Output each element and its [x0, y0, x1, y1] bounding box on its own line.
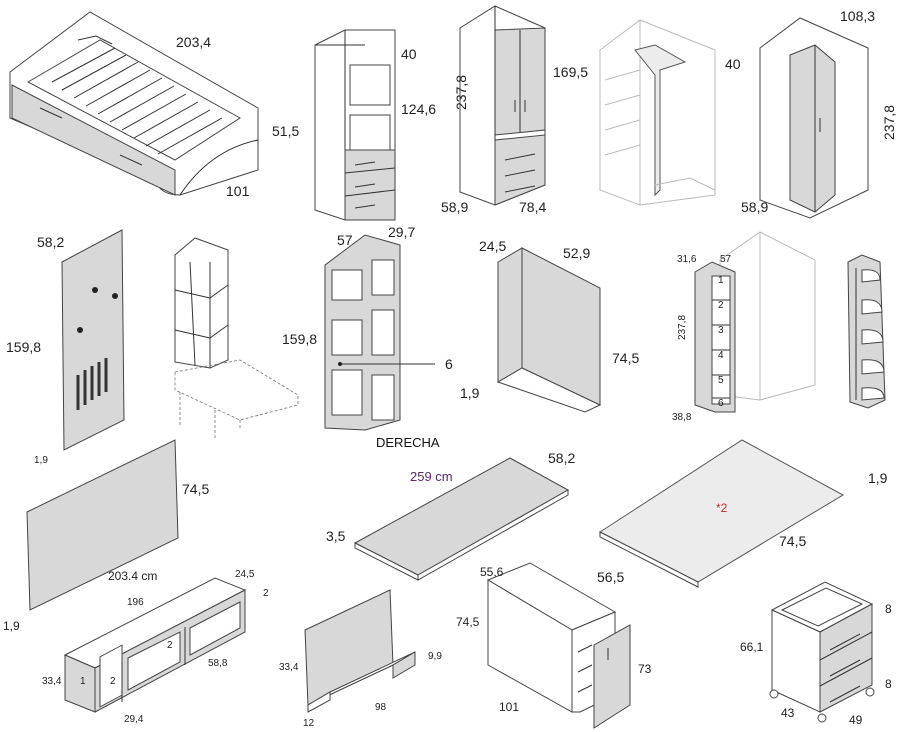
- shelving-top-label: 40: [401, 46, 417, 62]
- corner-height-label: 237,8: [881, 105, 897, 140]
- wardrobe-width-label: 78,4: [519, 199, 546, 215]
- pedestal-height-label: 66,1: [740, 640, 764, 654]
- drawer-unit-drawer-height-label: 73: [638, 662, 652, 676]
- desk-top-large-thickness-label: 1,9: [868, 470, 888, 486]
- terminal-height-label: 237,8: [677, 315, 688, 340]
- l-panel-drawing: [496, 247, 602, 413]
- book-rack-lip-label: 9,9: [428, 651, 442, 662]
- desk-top-long-width-label: 58,2: [548, 450, 575, 466]
- pedestal-depth-label: 49: [849, 713, 863, 727]
- headboard-drawing: [26, 439, 179, 611]
- bookcase-drawing: [324, 234, 435, 431]
- shelving-middle-label: 124,6: [401, 101, 436, 117]
- drawer-unit-width-label: 56,5: [597, 569, 624, 585]
- terminal-shelf-drawing: [694, 231, 816, 413]
- terminal-level-2: 2: [718, 300, 724, 311]
- terminal-level-6: 6: [718, 398, 724, 409]
- bookcase-depth-label: 29,7: [388, 224, 415, 240]
- drawer-unit-height-label: 74,5: [456, 615, 480, 629]
- wall-panel-drawing: [61, 229, 125, 451]
- drawer-unit-length-label: 101: [499, 700, 519, 714]
- desk-top-large-depth-label: 74,5: [779, 533, 806, 549]
- terminal-level-5: 5: [718, 375, 724, 386]
- corner-wardrobe-open-drawing: [599, 19, 716, 206]
- wardrobe-door-height-label: 169,5: [553, 64, 588, 80]
- wardrobe-height-label: 237,8: [453, 75, 469, 110]
- wall-panel-width-label: 58,2: [37, 234, 64, 250]
- corner-open-top-label: 40: [725, 56, 741, 72]
- corner-width-label: 108,3: [840, 8, 875, 24]
- low-shelf-left-depth-label: 29,4: [124, 714, 144, 725]
- l-panel-depth-label: 24,5: [479, 238, 506, 254]
- wardrobe-depth-label: 58,9: [441, 199, 468, 215]
- book-rack-length-label: 98: [375, 702, 387, 713]
- open-shelving-drawing: [314, 29, 396, 221]
- low-shelf-height-label: 33,4: [42, 676, 62, 687]
- book-rack-height-label: 33,4: [279, 662, 299, 673]
- terminal-base-label: 38,8: [672, 412, 692, 423]
- corner-wardrobe-drawing: [759, 17, 869, 219]
- headboard-length-label: 203.4 cm: [108, 569, 157, 583]
- shelf-tower-drawing: [847, 254, 886, 409]
- desk-top-large-drawing: [599, 439, 845, 588]
- low-shelf-cell-1: 1: [80, 676, 86, 687]
- bed-height-label: 51,5: [272, 123, 299, 139]
- pedestal-width-label: 43: [781, 706, 795, 720]
- bed-width-label: 101: [226, 183, 250, 199]
- bookcase-height-label: 159,8: [282, 331, 317, 347]
- low-shelf-drawing: [63, 577, 247, 713]
- terminal-depth-label: 57: [720, 254, 732, 265]
- l-panel-width-label: 52,9: [563, 245, 590, 261]
- low-shelf-thickness-label: 2: [263, 588, 269, 599]
- wall-panel-thickness-label: 1,9: [34, 455, 48, 466]
- desk-drawer-unit-drawing: [486, 562, 631, 729]
- desk-top-long-length-label: 259 cm: [410, 469, 453, 484]
- low-shelf-cell-2a: 2: [110, 676, 116, 687]
- pedestal-top-gap-label: 8: [885, 602, 892, 616]
- wardrobe-two-door-drawing: [459, 5, 546, 206]
- desk-top-long-drawing: [353, 457, 570, 581]
- pedestal-bottom-gap-label: 8: [885, 677, 892, 691]
- terminal-width-label: 31,6: [677, 254, 697, 265]
- book-rack-depth-label: 12: [303, 718, 315, 729]
- book-rack-drawing: [304, 589, 416, 713]
- headboard-thickness-label: 1,9: [3, 619, 20, 633]
- desk-top-large-marker: *2: [716, 501, 728, 515]
- terminal-level-4: 4: [718, 350, 724, 361]
- low-shelf-right-height-label: 58,8: [208, 658, 228, 669]
- low-shelf-length-label: 196: [127, 597, 144, 608]
- pedestal-drawing: [769, 581, 875, 723]
- bed-drawing: [9, 11, 259, 196]
- l-panel-height-label: 74,5: [612, 350, 639, 366]
- desk-top-long-thickness-label: 3,5: [326, 528, 346, 544]
- drawer-unit-depth-label: 55,6: [480, 565, 504, 579]
- bed-length-label: 203,4: [176, 34, 211, 50]
- wall-panel-height-label: 159,8: [6, 339, 41, 355]
- low-shelf-cell-2b: 2: [167, 640, 173, 651]
- low-shelf-depth-label: 24,5: [235, 569, 255, 580]
- terminal-level-1: 1: [718, 275, 724, 286]
- headboard-height-label: 74,5: [182, 481, 209, 497]
- terminal-level-3: 3: [718, 325, 724, 336]
- corner-depth-label: 58,9: [741, 199, 768, 215]
- shelf-desk-drawing: [174, 237, 299, 440]
- bookcase-width-label: 57: [337, 232, 353, 248]
- bookcase-side-label: DERECHA: [376, 435, 440, 450]
- l-panel-thickness-label: 1,9: [460, 385, 480, 401]
- bookcase-callout: 6: [445, 356, 453, 372]
